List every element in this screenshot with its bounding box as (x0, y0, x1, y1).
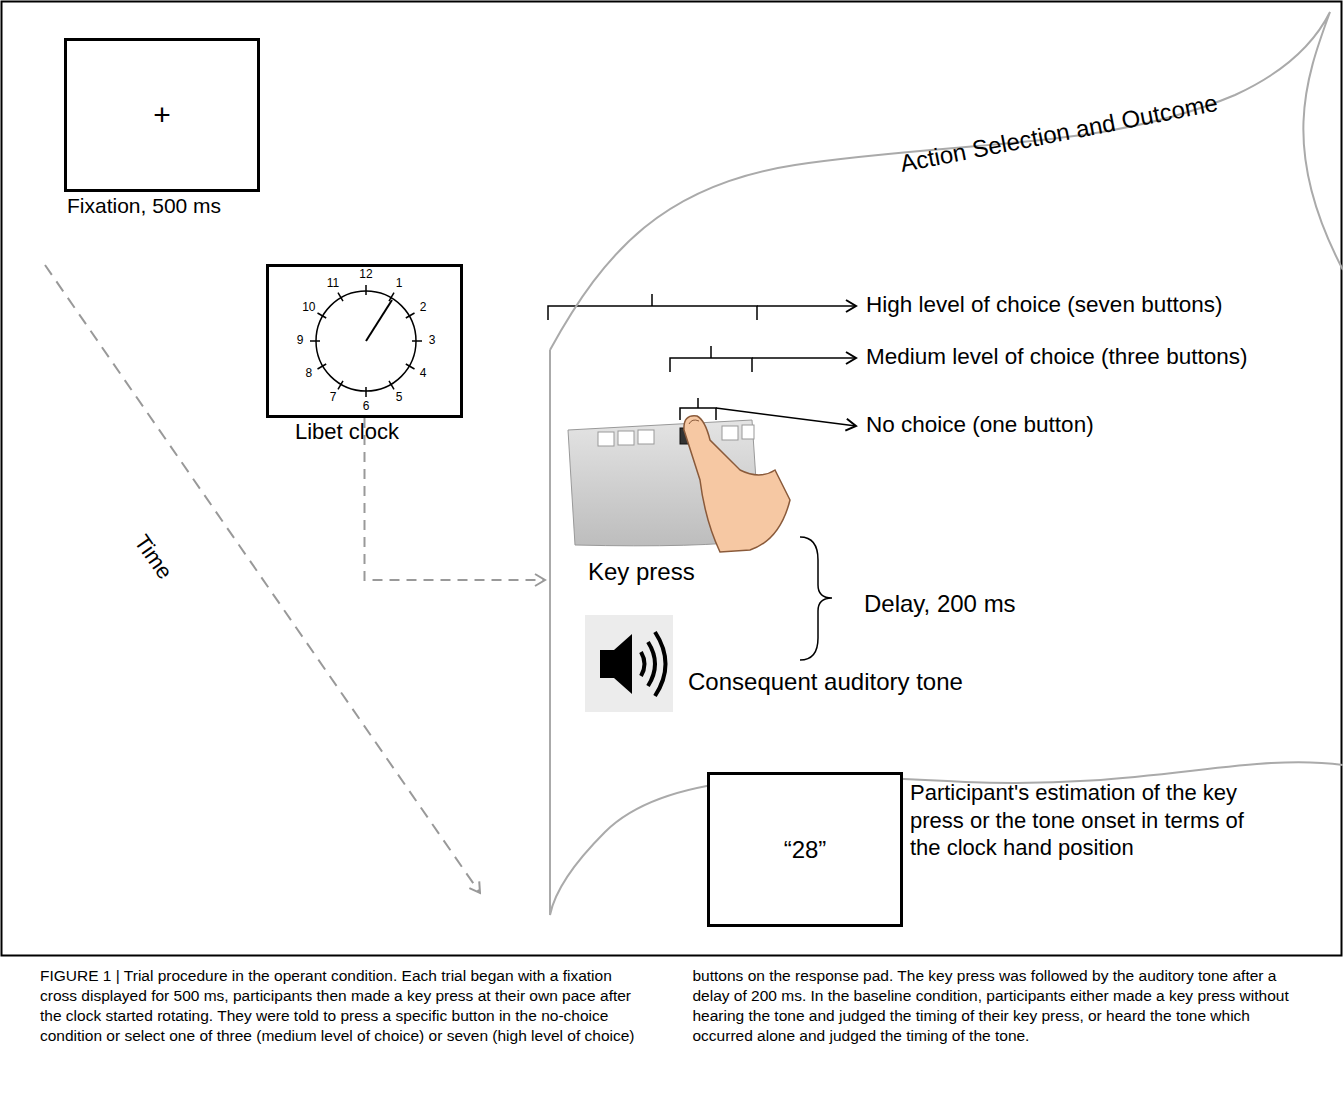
band-title: Action Selection and Outcome (898, 89, 1220, 178)
clock-number: 11 (327, 277, 339, 291)
clock-face (316, 291, 416, 391)
pad-button (598, 432, 614, 446)
choice-brackets (548, 294, 856, 660)
sound-wave (648, 642, 655, 686)
pad-button (722, 426, 738, 440)
estimate-value: “28” (784, 836, 827, 864)
clock-tick (412, 340, 422, 342)
pointer-line (716, 408, 856, 426)
part-label: Key press (588, 558, 695, 586)
clock-tick (365, 387, 367, 397)
bracket-medium (670, 346, 752, 372)
hand (684, 416, 790, 552)
bracket-one (680, 398, 716, 420)
libet-clock (310, 285, 422, 397)
pad-button (618, 431, 634, 445)
speaker-icon (585, 615, 673, 712)
band-edge (550, 12, 1343, 915)
clock-hand (366, 300, 392, 341)
clock-number: 7 (330, 391, 337, 405)
fingernail (689, 420, 699, 424)
clock-tick (406, 313, 415, 318)
clock-tick (406, 364, 415, 369)
clock-tick (338, 381, 343, 390)
box-description: Participant's estimation of the key pres… (910, 779, 1245, 862)
choice-label: Medium level of choice (three buttons) (866, 344, 1247, 370)
clock-number: 4 (420, 367, 427, 381)
box-caption: Libet clock (295, 419, 399, 444)
clock-tick (310, 340, 320, 342)
delay-label: Delay, 200 ms (864, 590, 1016, 618)
sound-wave (641, 652, 645, 676)
part-label: Consequent auditory tone (688, 668, 963, 696)
figure-caption: FIGURE 1 | Trial procedure in the operan… (40, 966, 1303, 1046)
fixation-box: +Fixation, 500 ms (64, 38, 260, 192)
clock-tick (318, 313, 327, 318)
axis-label: Time (129, 530, 177, 584)
delay-brace (800, 537, 832, 660)
speaker-body (600, 634, 632, 694)
sound-wave (655, 632, 666, 696)
response-pad (568, 416, 790, 552)
clock-tick (365, 285, 367, 295)
clock-tick (338, 293, 343, 302)
box-caption: Fixation, 500 ms (67, 194, 221, 218)
choice-label: No choice (one button) (866, 412, 1094, 438)
bracket-high (548, 294, 757, 320)
clock-number: 3 (429, 334, 436, 348)
clock-number: 8 (305, 367, 312, 381)
clock-number: 6 (363, 400, 370, 414)
pad-button (742, 425, 754, 439)
clock-number: 5 (396, 391, 403, 405)
pointer-line (752, 357, 856, 359)
choice-label: High level of choice (seven buttons) (866, 292, 1222, 318)
figure-border (2, 2, 1342, 956)
estimate-box: “28”Participant's estimation of the key … (707, 772, 903, 927)
clock-number: 12 (359, 268, 372, 282)
clock-tick (389, 381, 394, 390)
clock-ticks (310, 285, 422, 397)
clock-number: 1 (396, 277, 403, 291)
icon-ground (585, 615, 673, 712)
clock-number: 10 (302, 301, 315, 315)
clock-tick (318, 364, 327, 369)
clock-number: 9 (297, 334, 304, 348)
pointer-line (757, 305, 856, 307)
clock-number: 2 (420, 301, 427, 315)
fixation-cross: + (153, 98, 171, 133)
pad-button (638, 430, 654, 444)
